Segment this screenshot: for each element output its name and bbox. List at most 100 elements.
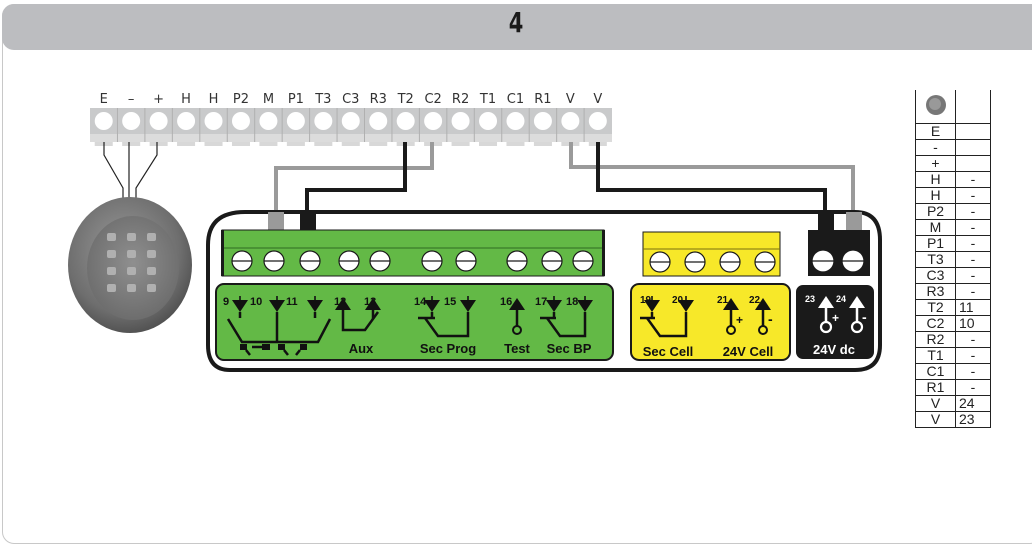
terminal-number-17: 17	[535, 296, 547, 308]
arrow-up-icon	[509, 298, 525, 310]
board-terminal-cell: -	[955, 203, 991, 220]
strip-terminal-hole	[231, 112, 250, 130]
keypad-terminal-cell: H	[915, 187, 956, 204]
terminal-number-10: 10	[250, 296, 262, 308]
keypad-terminal-cell: M	[915, 219, 956, 236]
strip-terminal-tab	[259, 142, 278, 146]
board-wires	[274, 142, 855, 212]
cell-negative-terminal-icon	[758, 325, 768, 335]
keypad-key	[147, 233, 156, 241]
label-sec-cell: Sec Cell	[643, 344, 694, 359]
keypad-terminal-cell: V	[915, 395, 956, 412]
dc-minus-sign: -	[862, 309, 867, 325]
keypad-terminal-cell: T3	[915, 251, 956, 268]
relay-contact-icon	[262, 344, 270, 350]
keypad-key	[107, 250, 116, 258]
keypad-icon-highlight	[928, 98, 941, 110]
dc-negative-terminal-icon	[850, 320, 864, 334]
label-aux: Aux	[349, 341, 374, 356]
terminal-number-11: 11	[286, 296, 298, 308]
board-terminal-cell: -	[955, 283, 991, 300]
board-terminal-cell: -	[955, 267, 991, 284]
strip-terminal-label: C1	[507, 92, 524, 107]
keypad-terminal-cell: R3	[915, 283, 956, 300]
strip-terminal-label: E	[100, 92, 108, 107]
strip-terminal-hole	[259, 112, 278, 130]
symbol-line	[295, 349, 301, 356]
arrow-up-icon	[818, 296, 834, 308]
strip-terminal-label: H	[181, 92, 191, 107]
symbol-line	[341, 310, 380, 332]
keypad-terminal-cell: E	[915, 123, 956, 140]
strip-terminal-hole	[396, 112, 415, 130]
keypad-key	[127, 284, 136, 292]
keypad-terminal-cell: T2	[915, 299, 956, 316]
strip-terminal-label: T2	[397, 92, 414, 107]
arrow-down-icon	[460, 296, 476, 312]
strip-terminal-hole	[424, 112, 443, 130]
label-test: Test	[504, 341, 530, 356]
terminal-number-12: 12	[334, 296, 346, 308]
keypad-icon	[925, 95, 946, 115]
board-terminal-cell	[955, 155, 991, 172]
symbol-line	[645, 312, 688, 338]
mapping-table-row: P1-	[915, 235, 991, 252]
board-terminal-cell: 23	[955, 411, 991, 428]
keypad-icon-cell	[915, 90, 956, 124]
keypad-key	[147, 284, 156, 292]
keypad-terminal-cell: -	[915, 139, 956, 156]
strip-terminal-label: T1	[479, 92, 496, 107]
keypad-device	[68, 197, 192, 333]
wire-t2-black	[305, 142, 407, 212]
strip-terminal-tab	[479, 142, 498, 146]
strip-base	[90, 134, 612, 142]
strip-terminal-tab	[149, 142, 168, 146]
strip-terminal-hole	[588, 112, 607, 130]
keypad-terminal-cell: +	[915, 155, 956, 172]
board-terminal-cell: -	[955, 219, 991, 236]
keypad-terminal-cell: C3	[915, 267, 956, 284]
board-terminal-cell: -	[955, 331, 991, 348]
arrow-up-icon	[723, 298, 739, 310]
board-screws	[231, 249, 865, 273]
arrow-down-icon	[546, 296, 562, 312]
board-terminal-cell: 11	[955, 299, 991, 316]
strip-terminal-hole	[314, 112, 333, 130]
strip-terminal-label: C2	[424, 92, 441, 107]
strip-terminal-label: P2	[233, 92, 249, 107]
arrow-up-icon	[365, 298, 381, 310]
board-terminal-cell: -	[955, 171, 991, 188]
strip-terminal-tab	[204, 142, 223, 146]
dc-plus-sign: +	[832, 311, 839, 325]
arrow-down-icon	[307, 296, 323, 312]
strip-terminal-label: R2	[452, 92, 469, 107]
mapping-table-row: R2-	[915, 331, 991, 348]
green-block-edge-left	[221, 230, 224, 276]
board-terminal-cell: 24	[955, 395, 991, 412]
arrow-down-icon	[678, 296, 694, 312]
keypad-key	[107, 284, 116, 292]
terminal-number-9: 9	[223, 296, 229, 308]
wire-plus	[135, 142, 158, 200]
cell-plus-sign: +	[736, 313, 743, 327]
wire-v2-black	[596, 142, 827, 212]
mapping-table-row: M-	[915, 219, 991, 236]
keypad-terminal-cell: T1	[915, 347, 956, 364]
strip-terminal-hole	[122, 112, 141, 130]
step-number: 4	[508, 6, 524, 39]
mapping-table-row: T1-	[915, 347, 991, 364]
terminal-number-22: 22	[749, 295, 761, 306]
terminal-number-14: 14	[414, 296, 427, 308]
board-terminal-cell: -	[955, 363, 991, 380]
dc-positive-terminal-icon	[819, 320, 833, 334]
arrow-down-icon	[644, 296, 660, 312]
strip-terminal-hole	[561, 112, 580, 130]
strip-terminal-hole	[177, 112, 196, 130]
strip-terminal-hole	[286, 112, 305, 130]
strip-terminal-tab	[286, 142, 305, 146]
strip-terminal-tab	[341, 142, 360, 146]
strip-terminal-label: R1	[534, 92, 551, 107]
